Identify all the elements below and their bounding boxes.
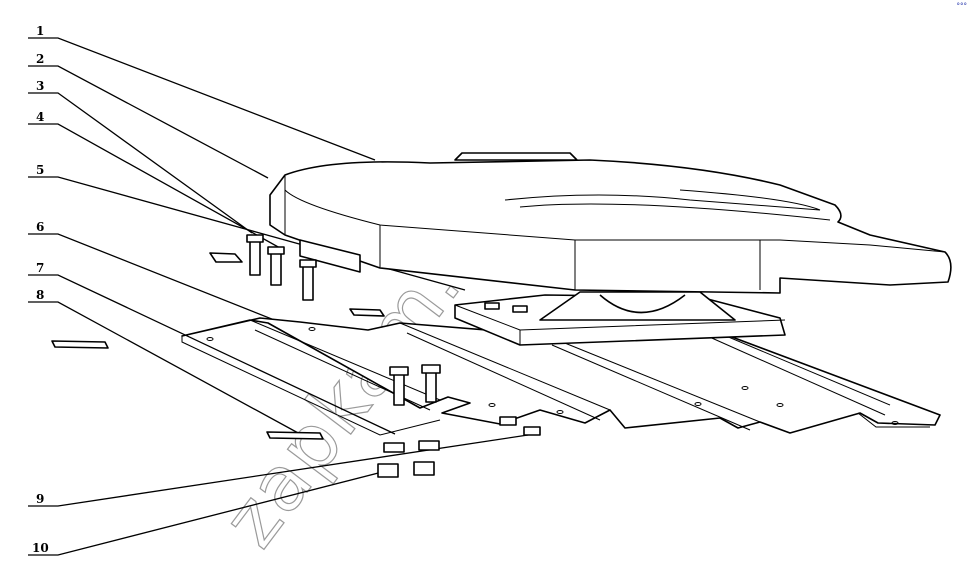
spacer-bars [51, 252, 385, 440]
callout-8: 8 [36, 288, 44, 302]
bolts-lower [389, 364, 441, 406]
corner-mark: °°° [956, 2, 968, 10]
bolts-upper [246, 234, 317, 301]
callout-5: 5 [36, 163, 44, 177]
callout-7: 7 [36, 261, 44, 275]
callout-1: 1 [36, 24, 44, 38]
nuts [377, 416, 541, 478]
fifth-wheel-plate [269, 152, 952, 294]
callout-9: 9 [36, 492, 44, 506]
leader-lines [28, 37, 529, 556]
mounting-plate [181, 317, 941, 436]
callout-6: 6 [36, 220, 44, 234]
coupling-base [454, 291, 786, 346]
callout-3: 3 [36, 79, 44, 93]
callout-4: 4 [36, 110, 44, 124]
callout-labels: 1 2 3 4 5 6 7 8 9 10 [32, 24, 49, 555]
callout-2: 2 [36, 52, 44, 66]
callout-10: 10 [32, 541, 49, 555]
